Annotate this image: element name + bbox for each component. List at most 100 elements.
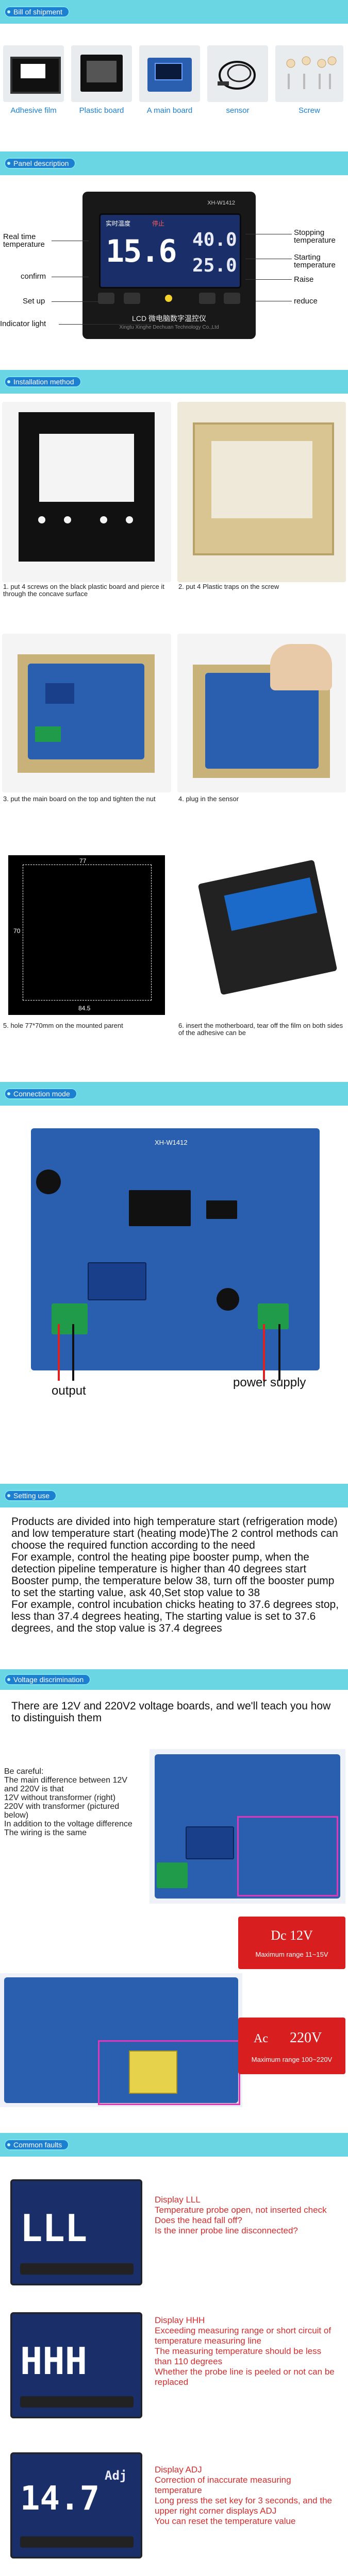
- bill-item-label: sensor: [226, 106, 250, 115]
- lcd-stop-reading: 40.0: [192, 229, 237, 250]
- voltage-12v-board: [150, 1749, 345, 1904]
- section-header-connection: Connection mode: [0, 1082, 348, 1106]
- label-stopping-temperature: Stopping temperature: [294, 228, 336, 245]
- fault-lll-text: Display LLL Temperature probe open, not …: [155, 2195, 327, 2235]
- label-set-up: Set up: [23, 297, 45, 306]
- power-supply-label: power supply: [233, 1376, 306, 1389]
- voltage-ac-label-box: Ac 220V Maximum range 100~220V: [238, 2018, 345, 2074]
- dim-label-b: 70: [13, 927, 21, 935]
- panel-lcd: 实时温度 停止 15.6 40.0 25.0: [99, 213, 241, 289]
- output-label: output: [52, 1384, 86, 1398]
- install-step-2-image: [177, 402, 346, 582]
- fault-hhh-display: HHH: [10, 2312, 142, 2418]
- voltage-dc-label-box: Dc 12V Maximum range 11~15V: [238, 1917, 345, 1969]
- lcd-big-reading: 15.6: [106, 233, 177, 269]
- confirm-button[interactable]: [98, 293, 114, 304]
- ac-range-label: Maximum range 100~220V: [251, 2056, 333, 2063]
- setting-paragraph: Products are divided into high temperatu…: [11, 1516, 339, 1634]
- dc-voltage-label: Dc 12V: [271, 1928, 313, 1943]
- fault-lll-display: LLL: [10, 2179, 142, 2285]
- panel-diagram: XH-W1412 实时温度 停止 15.6 40.0 25.0 LCD 微电脑数…: [0, 175, 348, 350]
- install-step-6-image: [177, 850, 346, 1020]
- power-terminal: [258, 1303, 289, 1329]
- section-title-faults: Common faults: [4, 2139, 70, 2150]
- dc-range-label: Maximum range 11~15V: [255, 1951, 328, 1958]
- voltage-12v-highlight: [237, 1816, 338, 1896]
- ac-voltage-value: 220V: [290, 2030, 322, 2046]
- mcu-chip: [129, 1190, 191, 1226]
- voltage-careful-note: Be careful: The main difference between …: [4, 1767, 132, 1837]
- bill-item-label: Plastic board: [79, 106, 124, 115]
- fault-adj-display: 14.7 Adj: [10, 2452, 142, 2558]
- output-terminal: [52, 1303, 88, 1334]
- fault-hhh-value: HHH: [20, 2340, 88, 2383]
- voltage-intro: There are 12V and 220V2 voltage boards, …: [11, 1700, 331, 1724]
- label-starting-temperature: Starting temperature: [294, 253, 336, 269]
- wire-output-red: [58, 1324, 60, 1381]
- wire-power-black: [278, 1324, 280, 1381]
- driver-chip: [206, 1200, 237, 1219]
- buzzer-icon: [36, 1170, 61, 1194]
- label-raise: Raise: [294, 275, 314, 284]
- bill-item-label: A main board: [146, 106, 193, 115]
- install-step-5-text: 5. hole 77*70mm on the mounted parent: [3, 1022, 123, 1029]
- voltage-220v-board: [0, 1973, 242, 2107]
- faults-list: LLL Display LLL Temperature probe open, …: [0, 2164, 348, 2576]
- connection-model-label: XH-W1412: [155, 1139, 188, 1146]
- controller-panel: XH-W1412 实时温度 停止 15.6 40.0 25.0 LCD 微电脑数…: [82, 192, 256, 339]
- raise-button[interactable]: [199, 293, 216, 304]
- relay: [88, 1262, 146, 1300]
- section-header-panel: Panel description: [0, 151, 348, 175]
- dim-label-c: 84.5: [78, 1005, 91, 1012]
- wire-power-red: [263, 1324, 265, 1381]
- install-steps: 1. put 4 screws on the black plastic boa…: [0, 397, 348, 1108]
- panel-brand-cn: LCD 微电脑数字温控仪: [132, 314, 206, 323]
- install-step-5-image: 77 70 84.5: [2, 850, 171, 1020]
- connection-diagram: XH-W1412 output power supply: [0, 1108, 348, 1468]
- section-title-setting: Setting use: [4, 1490, 57, 1501]
- label-confirm: confirm: [21, 272, 46, 281]
- install-step-1-text: 1. put 4 screws on the black plastic boa…: [3, 583, 164, 598]
- bill-items: Adhesive film Plastic board A main board…: [0, 42, 348, 120]
- fault-adj-text: Display ADJ Correction of inaccurate mea…: [155, 2465, 332, 2526]
- install-step-6-text: 6. insert the motherboard, tear off the …: [178, 1022, 343, 1037]
- install-step-4-text: 4. plug in the sensor: [178, 795, 239, 803]
- reduce-button[interactable]: [224, 293, 240, 304]
- screw-image: [275, 45, 343, 102]
- panel-model-label: XH-W1412: [207, 200, 235, 206]
- lcd-start-reading: 25.0: [192, 255, 237, 276]
- label-realtime-temperature: Real time temperature: [3, 232, 45, 249]
- section-title-install: Installation method: [4, 376, 81, 387]
- section-title-voltage: Voltage discrimination: [4, 1674, 91, 1685]
- install-step-3-image: [2, 634, 171, 792]
- dim-label-a: 77: [79, 857, 87, 865]
- main-board-image: [139, 45, 200, 102]
- sensor-cable-icon: [218, 61, 256, 90]
- section-title-panel: Panel description: [4, 158, 76, 169]
- section-header-faults: Common faults: [0, 2133, 348, 2157]
- panel-buttons: [98, 293, 240, 307]
- section-header-voltage: Voltage discrimination: [0, 1669, 348, 1690]
- label-indicator-light: Indicator light: [0, 319, 46, 328]
- adhesive-film-image: [3, 45, 64, 102]
- wire-output-black: [72, 1324, 74, 1381]
- bill-item-label: Screw: [299, 106, 320, 115]
- set-button[interactable]: [124, 293, 140, 304]
- screws-icon: [286, 56, 337, 89]
- install-step-3-text: 3. put the main board on the top and tig…: [3, 795, 156, 803]
- panel-brand-en: Xingtu Xinghe Dechuan Technology Co.,Ltd: [119, 325, 219, 330]
- section-header-bill: Bill of shipment: [0, 0, 348, 24]
- indicator-light-icon: [165, 295, 172, 302]
- install-step-2-text: 2. put 4 Plastic traps on the screw: [178, 583, 279, 590]
- lcd-stop-label: 停止: [152, 220, 165, 227]
- lcd-realtime-label: 实时温度: [106, 220, 131, 227]
- section-title-connection: Connection mode: [4, 1088, 77, 1099]
- label-reduce: reduce: [294, 297, 318, 306]
- bill-item-label: Adhesive film: [10, 106, 57, 115]
- fault-hhh-text: Display HHH Exceeding measuring range or…: [155, 2315, 335, 2387]
- ac-voltage-label: Ac: [254, 2032, 268, 2045]
- section-title-bill: Bill of shipment: [4, 6, 70, 18]
- fault-lll-value: LLL: [20, 2207, 88, 2250]
- fault-adj-corner: Adj: [105, 2468, 127, 2483]
- install-step-4-image: [177, 634, 346, 792]
